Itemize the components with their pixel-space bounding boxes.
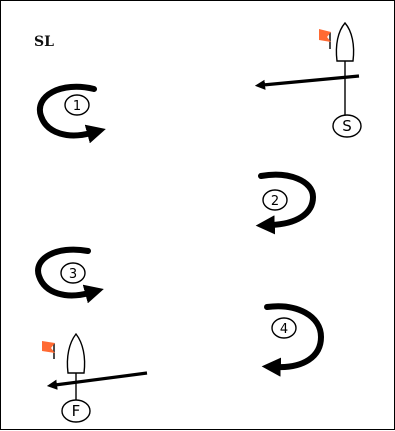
start-flag-icon: [319, 29, 331, 42]
start-mark: S: [332, 114, 362, 138]
mark-2-number: 2: [271, 194, 279, 209]
mark-1-number: 1: [73, 99, 81, 114]
start-mark-label: S: [342, 117, 352, 135]
mark-4-rounding-arrow: [261, 303, 325, 377]
mark-4-number: 4: [280, 322, 288, 337]
finish-boat-hull: [66, 332, 86, 374]
finish-flag-icon: [42, 341, 55, 353]
mark-2-rounding-arrow: [255, 171, 317, 235]
mark-1-rounding-arrow: [36, 83, 106, 144]
mark-1: 1: [36, 83, 106, 144]
diagram-title: SL: [34, 34, 54, 50]
mark-2: 2: [255, 171, 317, 235]
mark-3-rounding-arrow: [35, 246, 104, 304]
finish-boat: [42, 332, 86, 374]
finish-arrow: [46, 371, 148, 390]
start-boat-hull: [335, 21, 355, 62]
finish-mark-label: F: [72, 402, 81, 420]
finish-mark: F: [61, 399, 91, 423]
mark-3: 3: [35, 246, 104, 304]
start-arrow: [254, 74, 360, 90]
start-boat: [319, 21, 355, 62]
mark-3-number: 3: [69, 267, 77, 282]
mark-4: 4: [261, 303, 325, 377]
